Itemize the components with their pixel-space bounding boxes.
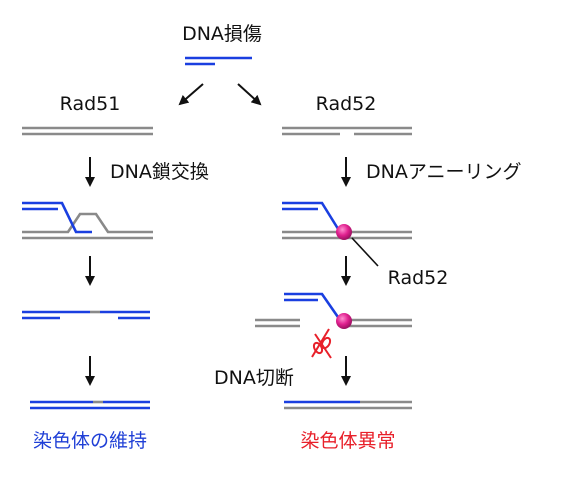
strand-invasion-dna bbox=[22, 201, 153, 240]
cleaved-flap-dna bbox=[255, 292, 412, 328]
strand-exchange-label: DNA鎖交換 bbox=[110, 161, 209, 183]
dna-cleavage-label: DNA切断 bbox=[214, 367, 294, 389]
damaged-dna-icon bbox=[185, 56, 252, 66]
arrow-to-rad52 bbox=[237, 83, 262, 106]
chromosome-aberration-label: 染色体異常 bbox=[300, 430, 395, 452]
broken-dna-right bbox=[282, 126, 412, 136]
rad51-label: Rad51 bbox=[60, 93, 121, 115]
repaired-dna bbox=[30, 400, 150, 410]
rad52-protein-ball-2 bbox=[336, 313, 352, 329]
rad52-label: Rad52 bbox=[316, 93, 377, 115]
scissors-icon bbox=[311, 328, 332, 359]
dna-annealing-label: DNAアニーリング bbox=[366, 161, 521, 183]
rad52-protein-ball bbox=[336, 224, 352, 240]
rad52-callout-label: Rad52 bbox=[388, 267, 449, 289]
rad52-callout-line bbox=[351, 237, 379, 267]
repair-intermediate-dna bbox=[22, 310, 150, 320]
rearranged-dna bbox=[284, 400, 412, 410]
chromosome-maintenance-label: 染色体の維持 bbox=[33, 430, 147, 452]
arrow-to-rad51 bbox=[178, 83, 204, 106]
intact-dna-left bbox=[22, 126, 153, 136]
dna-damage-label: DNA損傷 bbox=[182, 23, 262, 45]
